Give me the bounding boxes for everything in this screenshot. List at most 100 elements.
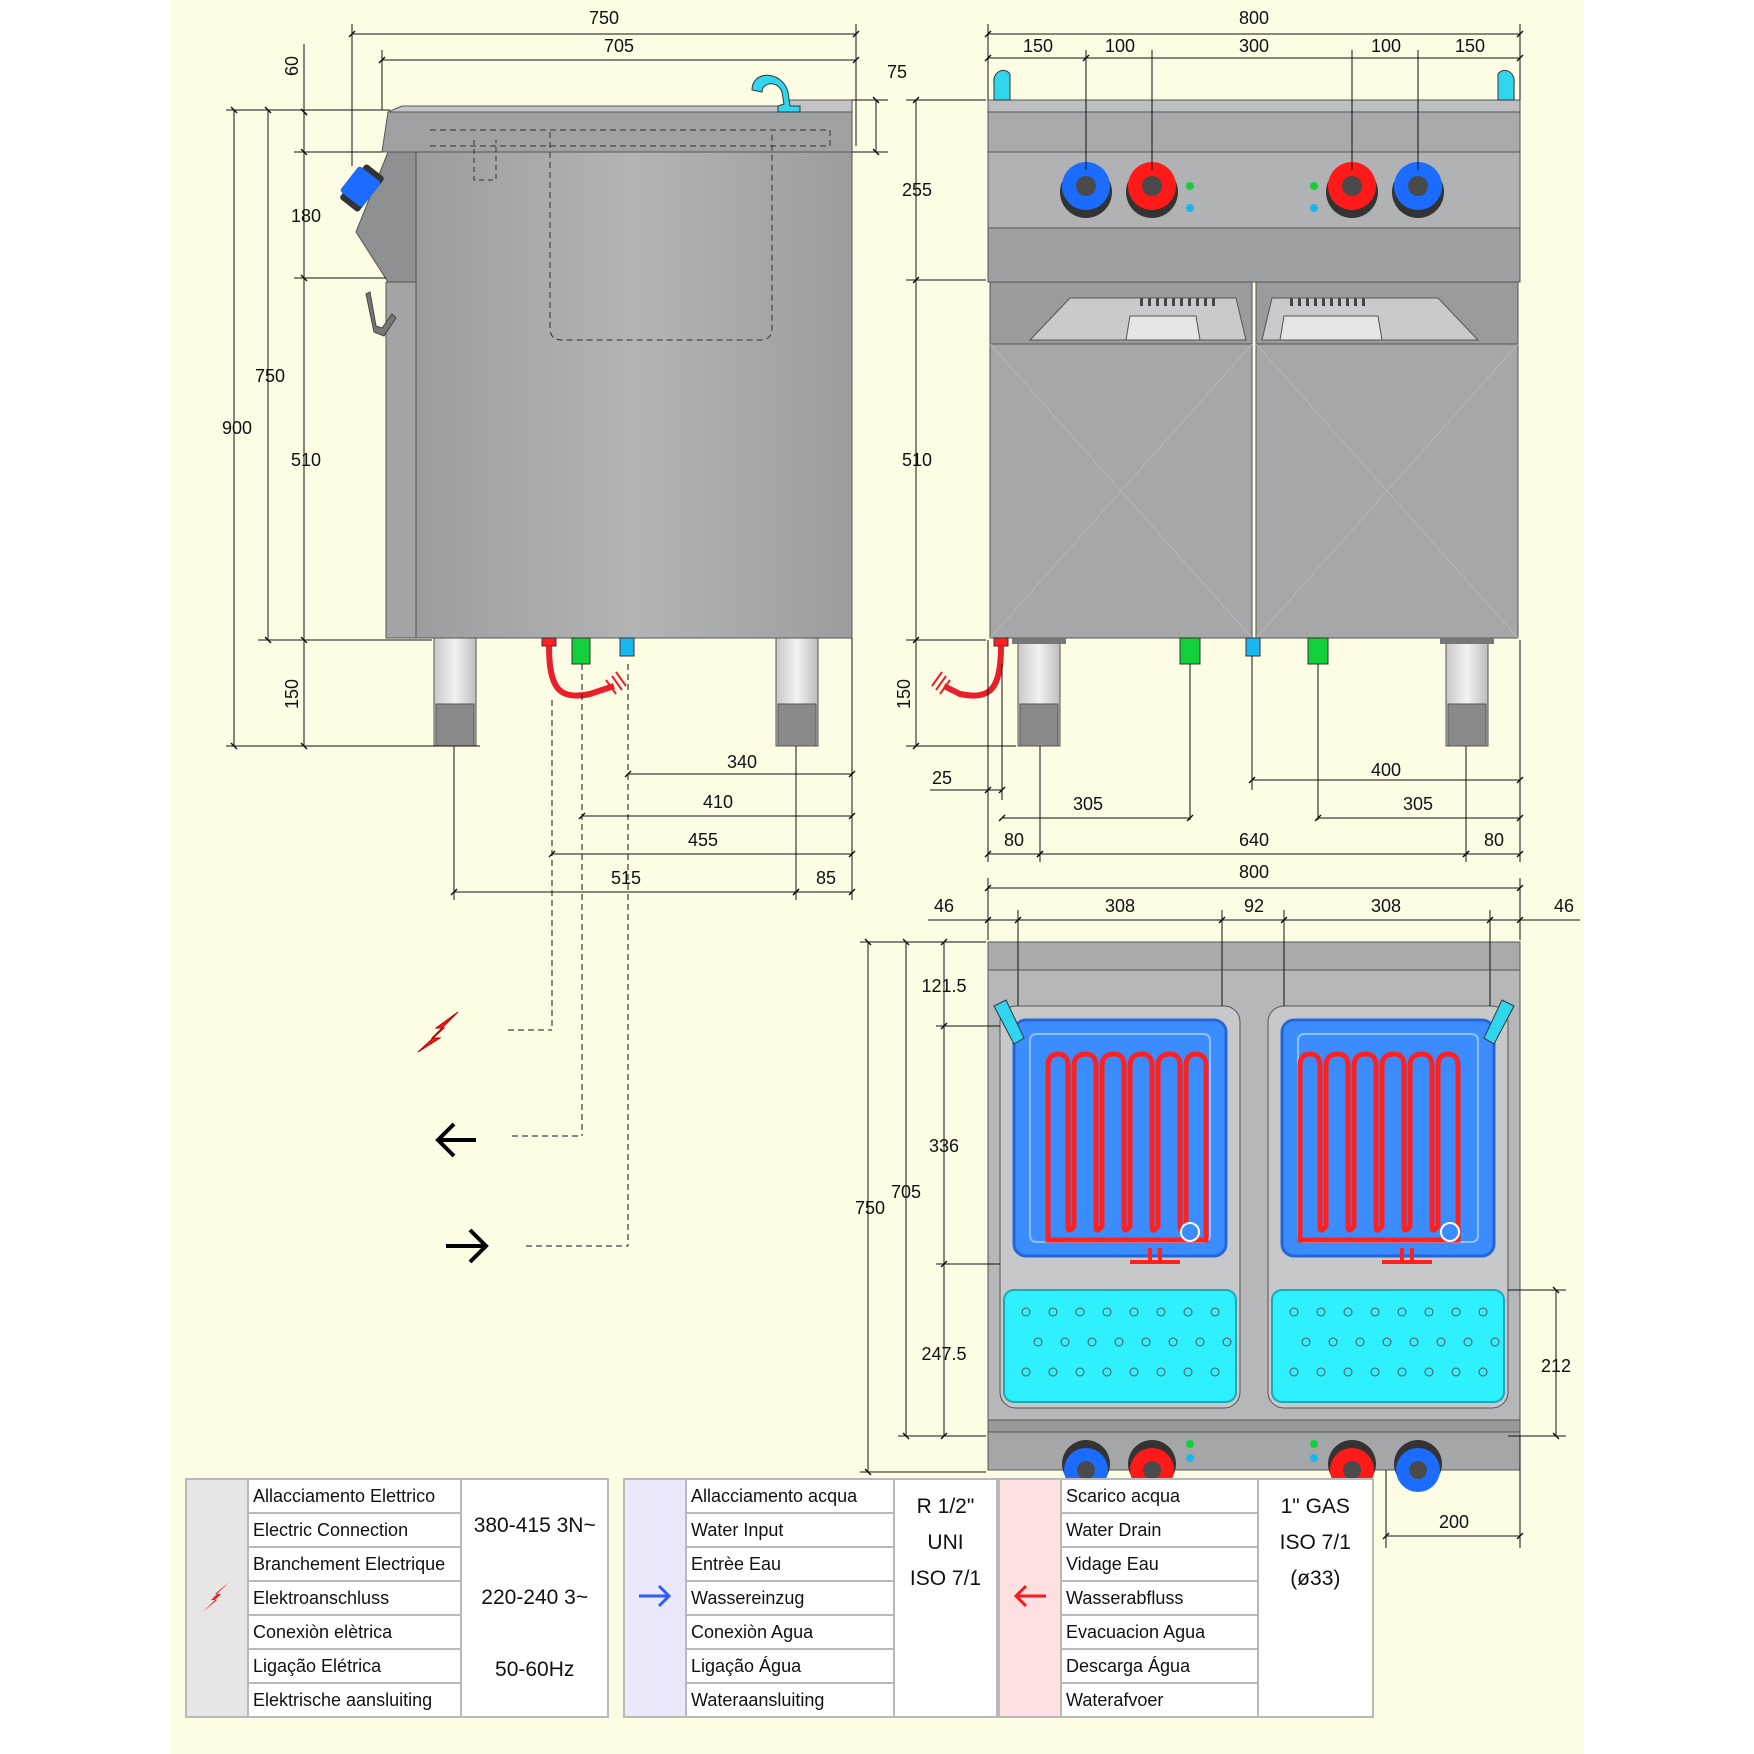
dim-label: 410 [703, 792, 733, 812]
legend-label: Entrèe Eau [684, 1546, 896, 1582]
spec-line: 220-240 3~ [481, 1586, 589, 1609]
dim-label: 400 [1371, 760, 1401, 780]
legend-label: Vidage Eau [1060, 1546, 1259, 1582]
arrow-right-icon [446, 1228, 489, 1264]
legend-label: Conexiòn Agua [684, 1614, 896, 1650]
legend-electric-spec: 380-415 3N~ 220-240 3~ 50-60Hz [460, 1478, 609, 1718]
dim-label: 180 [291, 206, 321, 226]
dim-label: 300 [1239, 36, 1269, 56]
legend-label: Evacuacion Agua [1060, 1614, 1259, 1650]
spec-line: (ø33) [1290, 1567, 1341, 1590]
perforation-hole [1075, 1307, 1085, 1317]
dim-label: 85 [816, 868, 836, 888]
dim-label: 60 [282, 56, 302, 76]
perforation-hole [1397, 1367, 1407, 1377]
dim-label: 510 [291, 450, 321, 470]
indicator-light-icon [1310, 182, 1318, 190]
spec-line: ISO 7/1 [909, 1567, 982, 1590]
legend-label: Electric Connection [246, 1512, 463, 1548]
perforation-hole [1129, 1367, 1139, 1377]
spec-line: ISO 7/1 [1279, 1531, 1351, 1554]
front-water-tap-icon [993, 69, 1011, 101]
perforation-hole [1370, 1307, 1380, 1317]
legend-label: Water Drain [1060, 1512, 1259, 1548]
front-drain-connector [1179, 637, 1201, 665]
side-drain-connector [571, 637, 591, 665]
legend-label: Conexiòn elètrica [246, 1614, 463, 1650]
lightning-icon [417, 1011, 459, 1053]
perforation-hole [1478, 1307, 1488, 1317]
perforation-hole [1183, 1367, 1193, 1377]
spec-line: 1" GAS [1280, 1495, 1350, 1518]
perforation-hole [1021, 1367, 1031, 1377]
perforation-hole [1289, 1367, 1299, 1377]
legend-electric: Allacciamento Elettrico 380-415 3N~ 220-… [185, 1478, 609, 1718]
perforation-hole [1102, 1307, 1112, 1317]
knob-red-icon [1326, 162, 1378, 218]
perforation-hole [1490, 1337, 1500, 1347]
front-drain-connector [1307, 637, 1329, 665]
legend-label: Wasserabfluss [1060, 1580, 1259, 1616]
dim-label: 25 [932, 768, 952, 788]
legend-electric-icon-cell [185, 1478, 249, 1718]
perforation-hole [1316, 1307, 1326, 1317]
dim-label: 92 [1244, 896, 1264, 916]
perforation-hole [1102, 1367, 1112, 1377]
dim-label: 150 [1023, 36, 1053, 56]
arrow-right-icon [639, 1584, 672, 1607]
side-water-connector [619, 637, 635, 657]
perforation-hole [1355, 1337, 1365, 1347]
dim-label: 510 [902, 450, 932, 470]
basket-perforation [1021, 1307, 1500, 1377]
front-view: 800 150 100 300 100 150 255 510 150 25 3… [894, 8, 1524, 862]
top-rear-rail [987, 941, 1521, 971]
knob-red-icon [1126, 162, 1178, 218]
dim-label: 75 [887, 62, 907, 82]
perforation-hole [1301, 1337, 1311, 1347]
legend-label: Ligação Água [684, 1648, 896, 1684]
legend-label: Scarico acqua [1060, 1478, 1259, 1514]
spec-line: UNI [927, 1531, 964, 1554]
indicator-light-icon [1186, 182, 1194, 190]
perforation-hole [1343, 1367, 1353, 1377]
dim-label: 515 [611, 868, 641, 888]
heating-element-left [1012, 1018, 1228, 1264]
side-knob-icon [340, 164, 384, 212]
top-water-tap-icon [1483, 999, 1515, 1045]
perforation-hole [1328, 1337, 1338, 1347]
legend-label: Elektroanschluss [246, 1580, 463, 1616]
perforation-hole [1436, 1337, 1446, 1347]
top-view: 800 46 308 92 308 46 121.5 336 247.5 750… [855, 862, 1580, 1548]
perforation-hole [1424, 1367, 1434, 1377]
side-electric-connector [541, 637, 557, 647]
dim-label: 150 [894, 679, 914, 709]
dim-label: 100 [1371, 36, 1401, 56]
perforation-hole [1021, 1307, 1031, 1317]
front-water-connector [1245, 637, 1261, 657]
dim-label: 150 [282, 679, 302, 709]
legend-label: Waterafvoer [1060, 1682, 1259, 1718]
perforation-hole [1343, 1307, 1353, 1317]
perforation-hole [1156, 1367, 1166, 1377]
perforation-hole [1451, 1367, 1461, 1377]
perforation-hole [1451, 1307, 1461, 1317]
indicator-light-icon [1186, 204, 1194, 212]
perforation-hole [1316, 1367, 1326, 1377]
perforation-hole [1478, 1367, 1488, 1377]
perforation-hole [1075, 1367, 1085, 1377]
dim-label: 212 [1541, 1356, 1571, 1376]
perforation-hole [1210, 1367, 1220, 1377]
arrow-left-icon [435, 1122, 476, 1158]
legend-label: Allacciamento Elettrico [246, 1478, 463, 1514]
perforation-hole [1141, 1337, 1151, 1347]
perforation-hole [1370, 1367, 1380, 1377]
spec-line: 380-415 3N~ [473, 1514, 596, 1537]
legend-label: Allacciamento acqua [684, 1478, 896, 1514]
knob-blue-icon [1060, 162, 1112, 218]
dim-label: 46 [1554, 896, 1574, 916]
dim-label: 800 [1239, 862, 1269, 882]
legend-label: Ligação Elétrica [246, 1648, 463, 1684]
perforation-hole [1168, 1337, 1178, 1347]
perforation-hole [1087, 1337, 1097, 1347]
